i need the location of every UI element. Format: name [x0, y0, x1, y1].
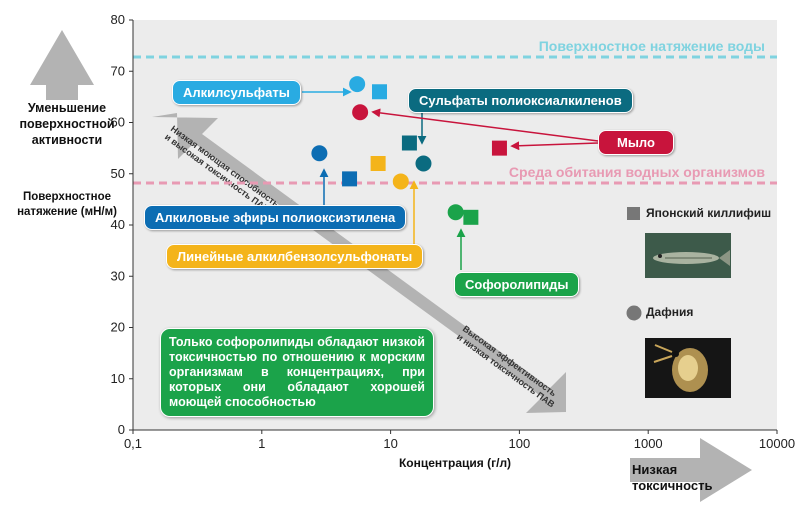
data-point-circle — [415, 155, 432, 172]
data-point-square — [463, 209, 479, 225]
legend-daphnia-label: Дафния — [646, 305, 694, 319]
y-tick-label: 80 — [111, 12, 125, 27]
habitat-label: Среда обитания водных организмов — [509, 164, 765, 180]
legend-daphnia-marker — [626, 305, 642, 321]
x-tick-label: 0,1 — [124, 436, 142, 451]
water-tension-label: Поверхностное натяжение воды — [539, 38, 765, 54]
label-sophorolipids: Софоролипиды — [454, 272, 580, 297]
sophorolipid-note: Только софоролипиды обладают низкой токс… — [160, 328, 434, 417]
label-alkyl-ethers: Алкиловые эфиры полиоксиэтилена — [144, 205, 407, 230]
y-axis-title: Поверхностное натяжение (мН/м) — [17, 191, 117, 218]
x-tick-label: 100 — [509, 436, 531, 451]
x-arrow-shape — [630, 438, 752, 502]
x-arrow-label: Низкая токсичность — [632, 462, 713, 493]
y-ticks: 0 10 20 30 40 50 60 70 80 — [111, 12, 133, 437]
label-las: Линейные алкилбензолсульфонаты — [166, 244, 424, 269]
y-tick-label: 30 — [111, 268, 125, 283]
y-tick-label: 10 — [111, 371, 125, 386]
data-points — [311, 76, 507, 225]
label-soap: Мыло — [598, 130, 674, 155]
label-polyoxyalkylene-sulfates: Сульфаты полиоксиалкиленов — [408, 88, 633, 113]
data-point-circle — [311, 145, 328, 162]
data-point-square — [371, 84, 387, 100]
y-tick-label: 20 — [111, 320, 125, 335]
data-point-square — [491, 140, 507, 156]
y-arrow-shape — [30, 30, 94, 100]
y-arrow-label: Уменьшение поверхностной активности — [19, 101, 115, 147]
x-tick-label: 1 — [258, 436, 265, 451]
x-tick-label: 10000 — [759, 436, 795, 451]
y-tick-label: 50 — [111, 166, 125, 181]
legend-fish-marker — [627, 207, 640, 220]
data-point-square — [401, 135, 417, 151]
x-axis-label: Концентрация (г/л) — [399, 456, 511, 470]
y-tick-label: 40 — [111, 217, 125, 232]
legend-fish-label: Японский киллифиш — [646, 206, 772, 220]
data-point-circle — [352, 104, 369, 121]
data-point-square — [342, 171, 358, 187]
data-point-circle — [392, 173, 409, 190]
fish-image — [645, 233, 731, 278]
x-tick-label: 1000 — [634, 436, 663, 451]
data-point-circle — [349, 76, 366, 93]
daphnia-image — [645, 338, 731, 398]
x-tick-label: 10 — [383, 436, 397, 451]
arrow-soap — [371, 108, 599, 142]
x-ticks: 0,1 1 10 100 1000 10000 — [124, 430, 795, 451]
data-point-circle — [447, 204, 464, 221]
data-point-square — [370, 156, 386, 171]
arrow-soap-2 — [510, 141, 599, 151]
y-tick-label: 0 — [118, 422, 125, 437]
y-tick-label: 70 — [111, 63, 125, 78]
y-tick-label: 60 — [111, 115, 125, 130]
label-alkylsulfates: Алкилсульфаты — [172, 80, 301, 105]
